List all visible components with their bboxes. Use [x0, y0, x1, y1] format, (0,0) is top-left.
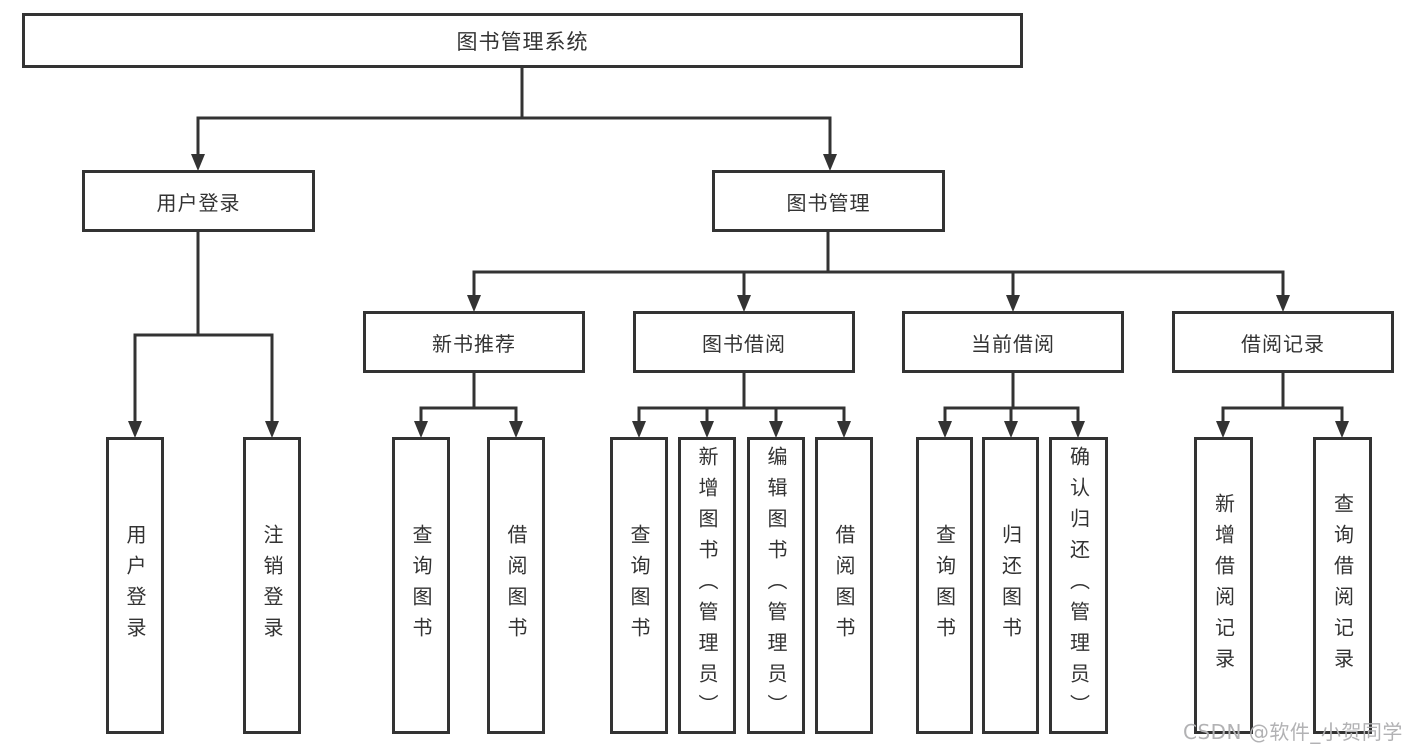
node-borrowing-borrow-books: 借阅图书 — [815, 437, 873, 734]
node-label: 新增借阅记录 — [1211, 492, 1236, 679]
node-label: 查询图书 — [932, 523, 957, 648]
node-library-management-system: 图书管理系统 — [22, 13, 1023, 68]
node-label: 新增图书（管理员） — [695, 446, 719, 725]
node-leaf-user-login: 用户登录 — [106, 437, 164, 734]
node-current-confirm-return: 确认归还（管理员） — [1049, 437, 1108, 734]
node-label: 当前借阅 — [971, 331, 1055, 356]
node-label: 查询图书 — [409, 523, 433, 648]
csdn-watermark: CSDN @软件_小贺同学 — [1183, 720, 1403, 744]
node-borrowing-query-books: 查询图书 — [610, 437, 668, 734]
node-label: 图书管理系统 — [456, 29, 589, 54]
node-label: 新书推荐 — [432, 331, 516, 356]
node-label: 查询图书 — [627, 523, 651, 648]
node-label: 查询借阅记录 — [1330, 492, 1355, 679]
node-borrowing-add-books: 新增图书（管理员） — [678, 437, 736, 734]
node-label: 图书管理 — [786, 190, 871, 215]
node-leaf-logout: 注销登录 — [243, 437, 301, 734]
node-borrowing-edit-books: 编辑图书（管理员） — [747, 437, 805, 734]
node-current-query-books: 查询图书 — [916, 437, 973, 734]
node-book-management: 图书管理 — [712, 170, 945, 232]
node-recommend-borrow-books: 借阅图书 — [487, 437, 545, 734]
node-borrowing-records: 借阅记录 — [1172, 311, 1394, 373]
node-book-borrowing: 图书借阅 — [633, 311, 855, 373]
node-label: 图书借阅 — [702, 331, 786, 356]
node-user-login: 用户登录 — [82, 170, 315, 232]
node-label: 确认归还（管理员） — [1066, 446, 1091, 725]
node-label: 借阅图书 — [504, 523, 528, 648]
node-label: 注销登录 — [260, 523, 284, 648]
node-label: 用户登录 — [123, 523, 147, 648]
node-records-add-record: 新增借阅记录 — [1194, 437, 1253, 734]
node-recommend-query-books: 查询图书 — [392, 437, 450, 734]
node-current-borrowing: 当前借阅 — [902, 311, 1124, 373]
node-current-return-books: 归还图书 — [982, 437, 1039, 734]
node-new-book-recommend: 新书推荐 — [363, 311, 585, 373]
node-label: 借阅图书 — [832, 523, 856, 648]
node-label: 归还图书 — [998, 523, 1023, 648]
node-label: 编辑图书（管理员） — [764, 446, 788, 725]
node-records-query-record: 查询借阅记录 — [1313, 437, 1372, 734]
node-label: 用户登录 — [156, 190, 241, 215]
node-label: 借阅记录 — [1241, 331, 1325, 356]
